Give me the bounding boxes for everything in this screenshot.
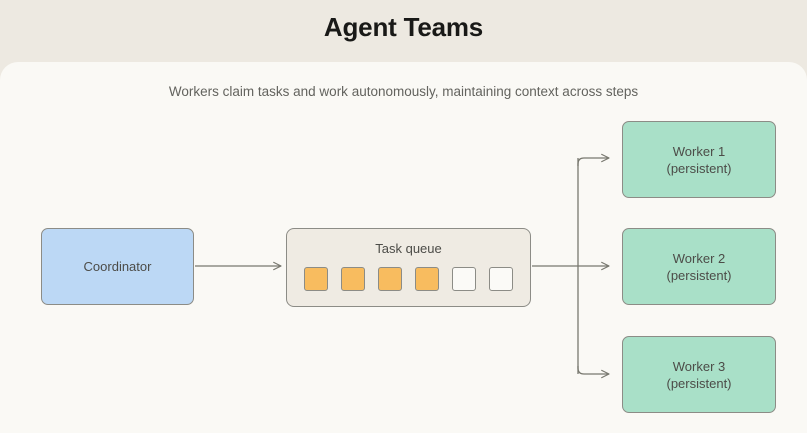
task-slot-filled-1[interactable] — [304, 267, 328, 291]
node-worker-3[interactable]: Worker 3 (persistent) — [622, 336, 776, 413]
task-queue-slots — [287, 267, 530, 291]
node-worker-2-state: (persistent) — [666, 267, 732, 283]
node-worker-2-label: Worker 2 (persistent) — [666, 250, 731, 284]
node-coordinator-label: Coordinator — [83, 259, 152, 274]
node-worker-1-state: (persistent) — [666, 160, 732, 176]
node-worker-3-label: Worker 3 (persistent) — [666, 358, 731, 392]
node-worker-1[interactable]: Worker 1 (persistent) — [622, 121, 776, 198]
task-slot-filled-4[interactable] — [415, 267, 439, 291]
node-worker-2[interactable]: Worker 2 (persistent) — [622, 228, 776, 305]
node-coordinator[interactable]: Coordinator — [41, 228, 194, 305]
task-slot-empty-6[interactable] — [489, 267, 513, 291]
node-worker-1-label: Worker 1 (persistent) — [666, 143, 731, 177]
task-queue-title: Task queue — [375, 241, 442, 256]
task-slot-empty-5[interactable] — [452, 267, 476, 291]
node-worker-1-name: Worker 1 — [672, 143, 726, 159]
page-title: Agent Teams — [323, 12, 484, 42]
task-slot-filled-2[interactable] — [341, 267, 365, 291]
node-worker-3-state: (persistent) — [666, 375, 732, 391]
canvas-subtitle: Workers claim tasks and work autonomousl… — [168, 84, 639, 99]
edge-to-worker-1 — [577, 153, 610, 166]
edge-to-worker-3 — [577, 366, 610, 379]
header-bar: Agent Teams — [0, 0, 807, 62]
node-worker-3-name: Worker 3 — [672, 358, 726, 374]
task-slot-filled-3[interactable] — [378, 267, 402, 291]
node-task-queue[interactable]: Task queue — [286, 228, 531, 307]
node-worker-2-name: Worker 2 — [672, 250, 726, 266]
